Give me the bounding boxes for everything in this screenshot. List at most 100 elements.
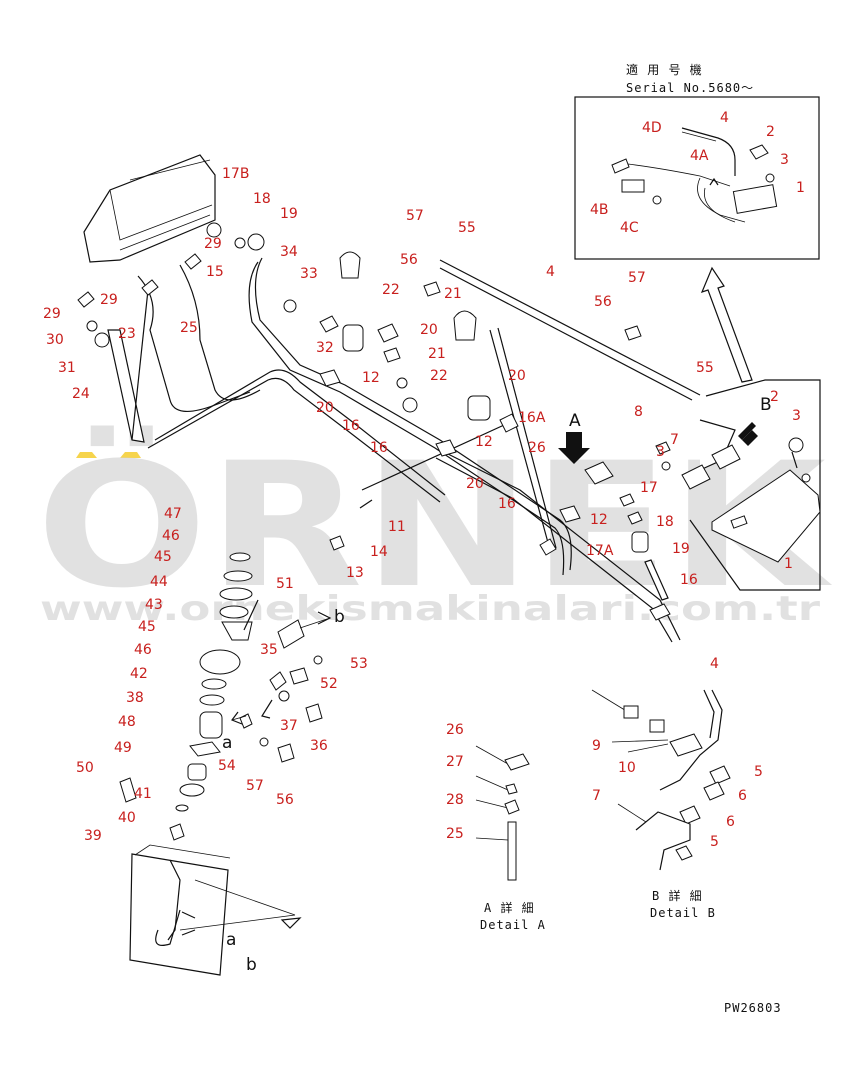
part-number-label: 52: [320, 676, 338, 692]
part-number-label: 20: [420, 322, 438, 338]
watermark-accent: [120, 452, 141, 458]
part-number-label: 2: [770, 389, 779, 405]
watermark-url: www.ornekismakinalari.com.tr: [40, 589, 820, 629]
part-number-label: 55: [458, 220, 476, 236]
part-number-label: 7: [670, 432, 679, 448]
part-number-label: 7: [592, 788, 601, 804]
part-number-label: 34: [280, 244, 298, 260]
part-number-label: 4D: [642, 120, 662, 136]
part-number-label: 1: [784, 556, 793, 572]
view-letter-a: A: [569, 411, 581, 431]
part-number-label: 45: [154, 549, 172, 565]
detail-b-inset: [681, 379, 821, 591]
view-arrow-a: A B: [558, 395, 772, 464]
part-number-label: 53: [350, 656, 368, 672]
part-number-label: 16: [680, 572, 698, 588]
fittings: [77, 222, 671, 621]
part-number-label: 56: [276, 792, 294, 808]
part-number-label: 10: [618, 760, 636, 776]
part-number-label: 38: [126, 690, 144, 706]
detail-b-caption: B 詳 細: [652, 888, 703, 903]
part-number-label: 41: [134, 786, 152, 802]
part-number-label: 12: [475, 434, 493, 450]
part-number-label: 49: [114, 740, 132, 756]
part-number-label: 40: [118, 810, 136, 826]
part-number-label: 8: [634, 404, 643, 420]
part-number-label: 19: [280, 206, 298, 222]
part-number-label: 45: [138, 619, 156, 635]
part-number-label: 47: [164, 506, 182, 522]
drawing-code: PW26803: [724, 1001, 782, 1015]
part-number-label: 13: [346, 565, 364, 581]
part-number-label: 21: [428, 346, 446, 362]
part-number-label: 29: [43, 306, 61, 322]
part-number-label: 3: [656, 444, 665, 460]
part-number-label: 21: [444, 286, 462, 302]
part-number-label: 57: [246, 778, 264, 794]
part-number-label: 6: [738, 788, 747, 804]
part-number-label: 12: [362, 370, 380, 386]
part-number-label: 29: [100, 292, 118, 308]
part-number-label: 19: [672, 541, 690, 557]
view-letter-b-small: b: [334, 607, 345, 627]
part-number-label: 25: [180, 320, 198, 336]
part-number-label: 4C: [620, 220, 639, 236]
part-number-label: 4: [710, 656, 719, 672]
detail-a-caption-en: Detail A: [480, 918, 546, 932]
part-number-label: 18: [656, 514, 674, 530]
part-number-label: 55: [696, 360, 714, 376]
part-number-label: 33: [300, 266, 318, 282]
part-number-label: 22: [430, 368, 448, 384]
lever-assembly: [119, 552, 302, 976]
part-number-label: 43: [145, 597, 163, 613]
detail-b-caption-en: Detail B: [650, 906, 716, 920]
part-number-label: 36: [310, 738, 328, 754]
part-number-label: 17: [640, 480, 658, 496]
part-number-label: 48: [118, 714, 136, 730]
detail-captions: A 詳 細 Detail A B 詳 細 Detail B PW26803: [480, 888, 782, 1015]
detail-b-stack: [591, 689, 731, 871]
watermark-main: ÖRNEK: [36, 425, 833, 626]
part-number-label: 57: [406, 208, 424, 224]
part-number-label: 4: [546, 264, 555, 280]
part-number-label: 5: [710, 834, 719, 850]
part-number-label: 9: [592, 738, 601, 754]
part-number-label: 42: [130, 666, 148, 682]
part-number-label: 46: [134, 642, 152, 658]
part-number-label: 17A: [586, 543, 614, 559]
serial-note: 適 用 号 機 Serial No.5680～: [626, 62, 754, 95]
inset-pointer-arrow: [700, 266, 753, 383]
serial-note-number: Serial No.5680～: [626, 81, 754, 95]
part-number-label: 16: [342, 418, 360, 434]
part-number-label: 20: [466, 476, 484, 492]
part-number-label: 16A: [518, 410, 546, 426]
part-number-label: 54: [218, 758, 236, 774]
watermark-accent: [76, 452, 97, 458]
part-number-label: 4B: [590, 202, 609, 218]
part-number-label: 3: [792, 408, 801, 424]
part-number-label: 46: [162, 528, 180, 544]
part-number-label: 20: [508, 368, 526, 384]
part-number-label: 22: [382, 282, 400, 298]
bracket-parts: [231, 611, 332, 763]
view-letters: b a a b: [222, 607, 345, 975]
part-number-label: 4: [720, 110, 729, 126]
part-number-label: 16: [498, 496, 516, 512]
part-number-label: 6: [726, 814, 735, 830]
serial-note-title: 適 用 号 機: [626, 62, 703, 77]
part-number-label: 5: [754, 764, 763, 780]
part-number-label: 56: [594, 294, 612, 310]
view-letter-b-small: b: [246, 955, 257, 975]
part-number-label: 56: [400, 252, 418, 268]
watermark: ÖRNEK www.ornekismakinalari.com.tr: [36, 425, 833, 629]
view-letter-b: B: [760, 395, 772, 415]
part-number-label: 12: [590, 512, 608, 528]
view-letter-a-small: a: [226, 930, 236, 950]
part-number-label: 25: [446, 826, 464, 842]
part-number-label: 15: [206, 264, 224, 280]
serial-inset-box: [574, 96, 820, 260]
part-number-label: 20: [316, 400, 334, 416]
part-number-label: 24: [72, 386, 90, 402]
